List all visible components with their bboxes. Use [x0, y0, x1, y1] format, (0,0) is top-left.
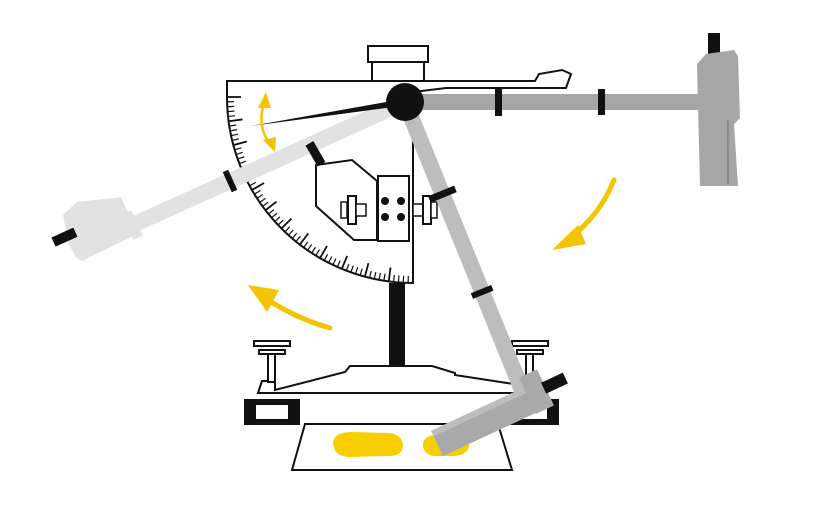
pendulum-swing-end-icon — [405, 33, 740, 186]
pendulum-head — [63, 197, 138, 262]
scale-tick — [249, 181, 256, 187]
bolt-plate — [377, 175, 410, 242]
scale-tick — [295, 235, 301, 242]
top-cap-neck — [371, 61, 425, 82]
curved-arrow-up-icon — [248, 285, 333, 331]
scale-tick — [230, 133, 239, 137]
scale-tick — [319, 245, 328, 259]
arm-clamp — [598, 89, 605, 115]
arm-rod — [405, 94, 698, 110]
scale-tick — [274, 216, 281, 222]
scale-tick — [307, 244, 313, 251]
arm-rod — [124, 94, 409, 235]
support-column — [389, 283, 405, 367]
arm-clamp-lower — [470, 285, 494, 299]
scale-tick — [299, 232, 310, 246]
scale-tick — [233, 140, 248, 147]
double-headed-arc-arrow-icon — [258, 92, 276, 152]
top-cap — [367, 45, 429, 63]
scale-tick — [230, 129, 238, 132]
scale-tick — [231, 138, 240, 142]
scale-tick — [254, 190, 261, 195]
scale-tick — [363, 262, 370, 277]
leveling-screw-left — [253, 340, 291, 383]
pendulum-head — [697, 50, 740, 186]
scale-tick — [303, 241, 309, 248]
scale-tick — [239, 160, 247, 165]
scale-tick — [256, 193, 264, 199]
scale-tick — [323, 254, 329, 261]
scale-tick — [262, 201, 269, 207]
leveling-screw-right — [511, 340, 549, 385]
clamp-left — [347, 195, 357, 225]
release-latch — [305, 141, 326, 167]
scale-tick — [277, 219, 284, 226]
scale-tick — [271, 212, 278, 219]
scale-tick — [288, 229, 294, 236]
scale-tick — [383, 273, 386, 281]
central-mechanism — [305, 141, 438, 242]
scale-tick — [345, 263, 350, 271]
pivot-hub — [386, 83, 424, 121]
scale-tick — [264, 200, 278, 211]
arm-rod — [397, 98, 530, 393]
slider-pad — [51, 227, 78, 247]
scale-tick — [291, 232, 298, 239]
scale-tick — [373, 271, 377, 280]
scale-tick — [397, 275, 400, 283]
pendulum-contact-icon — [397, 98, 568, 457]
scale-tick — [392, 274, 395, 283]
scale-tick — [315, 249, 320, 256]
scale-tick — [227, 115, 236, 118]
scale-tick — [284, 226, 291, 233]
pendulum-head — [431, 379, 554, 457]
scale-tick — [378, 272, 381, 280]
shoe-print-sole — [333, 432, 403, 457]
scale-tick — [359, 268, 363, 276]
scale-tick — [354, 267, 359, 275]
arm-clamp — [495, 88, 502, 116]
scale-tick — [229, 124, 237, 127]
scale-tick — [336, 260, 341, 268]
scale-tick — [251, 182, 265, 191]
scale-tick — [332, 258, 337, 266]
scale-tick — [340, 255, 349, 270]
scale-tick — [234, 147, 242, 151]
slider-pad — [541, 372, 568, 394]
arm-clamp — [222, 169, 238, 193]
pointer-needle — [251, 101, 393, 126]
scale-tick — [259, 197, 266, 203]
left-foot-inner — [256, 405, 288, 419]
scale-tick — [228, 118, 243, 123]
slider-pad — [708, 33, 720, 57]
scale-tick — [311, 246, 317, 254]
scale-tick — [280, 217, 293, 230]
scale-tick — [387, 267, 392, 282]
pendulum-raised-icon — [51, 94, 409, 262]
base-body — [256, 365, 531, 394]
curved-arrow-down-icon — [552, 177, 617, 250]
scale-tick — [227, 110, 235, 113]
scale-tick — [328, 256, 333, 263]
arm-clamp-upper — [428, 185, 457, 203]
scale-tick — [235, 151, 243, 156]
scale-tick — [350, 265, 354, 273]
scale-tick — [237, 156, 245, 160]
scale-tick — [268, 209, 275, 215]
scale-tick — [368, 270, 372, 279]
